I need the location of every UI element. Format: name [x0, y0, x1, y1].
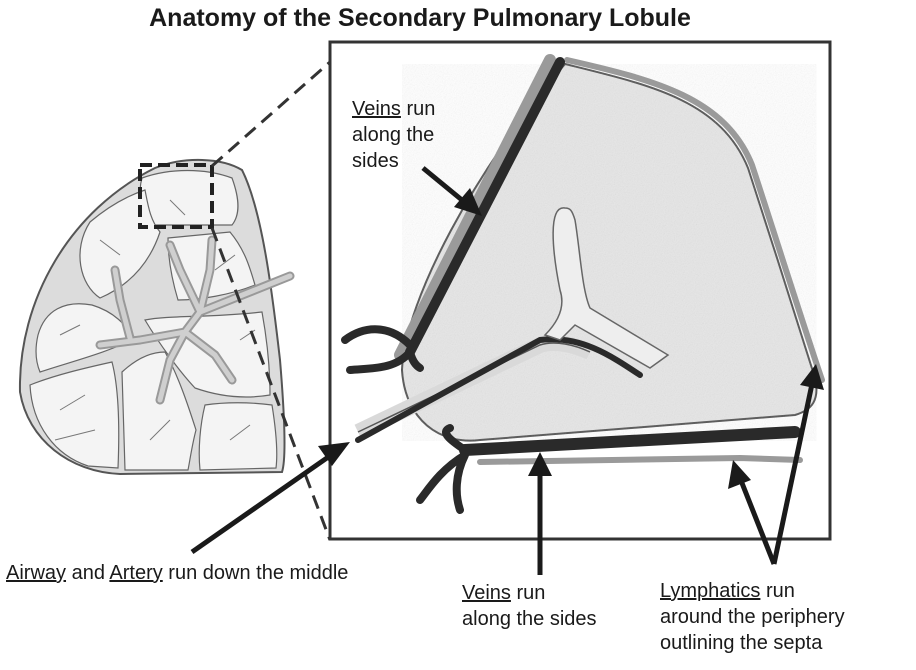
label-airway-artery: Airway and Artery run down the middle: [6, 562, 349, 584]
zoom-box: [138, 163, 214, 229]
label-lymphatics: Lymphatics run around the periphery outl…: [660, 580, 845, 654]
airway-word: Airway: [6, 562, 67, 584]
lymphatics-underlined: Lymphatics: [660, 580, 761, 602]
lymphatic-vessel-bottom: [477, 454, 803, 465]
septa-lines: [54, 199, 256, 441]
label-veins-bottom: Veins run along the sides: [462, 582, 597, 630]
lymphatic-vessel-top: [564, 57, 825, 383]
central-airway: [543, 207, 670, 369]
lobule-cells: [29, 169, 278, 471]
vein-bottom: [459, 426, 801, 456]
veins-bottom-underlined: Veins: [462, 582, 511, 604]
lung-section: [18, 159, 295, 476]
veins-top-underlined: Veins: [352, 98, 401, 120]
secondary-lobule: [341, 54, 825, 514]
arrow-veins-top: [421, 166, 482, 216]
arrow-veins-bottom: [528, 452, 552, 575]
vein-top-left: [405, 57, 565, 357]
annotation-arrows: [190, 166, 824, 575]
arrow-lymphatics-2: [771, 364, 824, 565]
zoom-connectors: [210, 60, 332, 541]
arrow-airway: [190, 442, 350, 555]
artery: [355, 336, 643, 443]
arrow-lymphatics-1: [728, 460, 777, 565]
artery-word: Artery: [109, 562, 163, 584]
label-veins-top: Veins run along the sides: [352, 98, 436, 172]
diagram-title: Anatomy of the Secondary Pulmonary Lobul…: [149, 4, 691, 32]
